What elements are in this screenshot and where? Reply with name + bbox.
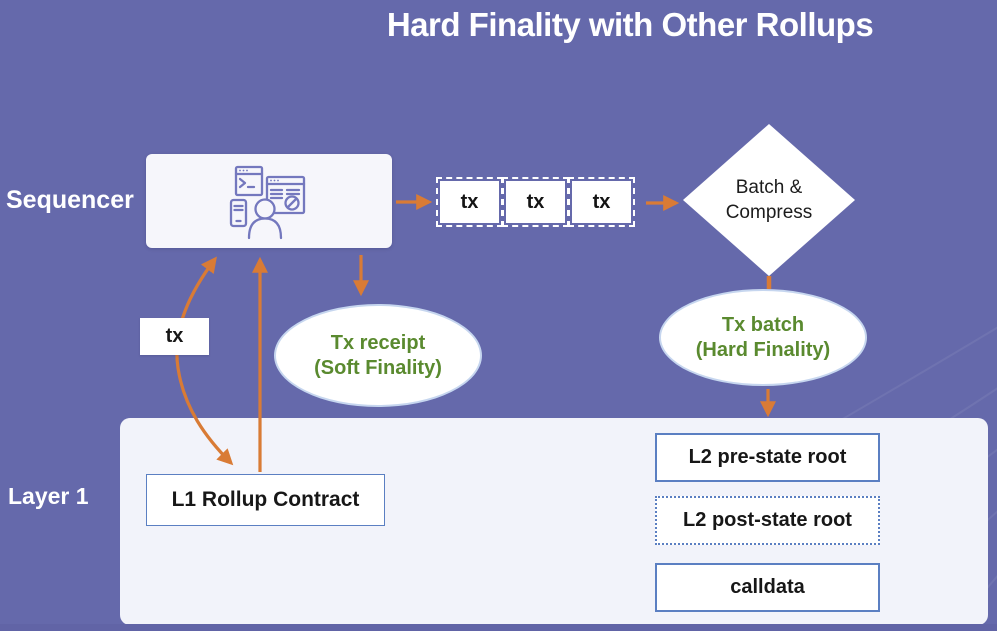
tx-receipt-line2: (Soft Finality) (314, 356, 442, 379)
batch-compress-node: Batch & Compress (683, 124, 855, 276)
tx-receipt-node: Tx receipt (Soft Finality) (274, 304, 482, 407)
tx-queue: tx tx tx (436, 177, 635, 227)
calldata-node: calldata (655, 563, 880, 612)
batch-compress-line2: Compress (725, 201, 813, 223)
sequencer-lane-label: Sequencer (6, 186, 134, 214)
tx-batch-line2: (Hard Finality) (695, 338, 831, 361)
l2-post-state-root-node: L2 post-state root (655, 496, 880, 545)
l1-rollup-contract-node: L1 Rollup Contract (146, 474, 385, 526)
sequencer-node (146, 154, 392, 248)
tx-queue-item: tx (436, 177, 503, 227)
bottom-accent-strip (0, 624, 997, 631)
tx-input-node: tx (140, 318, 209, 355)
tx-queue-item: tx (568, 177, 635, 227)
tx-receipt-line1: Tx receipt (330, 331, 426, 354)
batch-compress-line1: Batch & (735, 176, 803, 198)
layer1-lane-label: Layer 1 (8, 483, 89, 509)
tx-batch-line1: Tx batch (721, 313, 805, 336)
tx-batch-node: Tx batch (Hard Finality) (659, 289, 867, 386)
page-title: Hard Finality with Other Rollups (386, 6, 874, 43)
tx-queue-item: tx (502, 177, 569, 227)
l2-pre-state-root-node: L2 pre-state root (655, 433, 880, 482)
developer-workstation-icon (229, 165, 306, 240)
